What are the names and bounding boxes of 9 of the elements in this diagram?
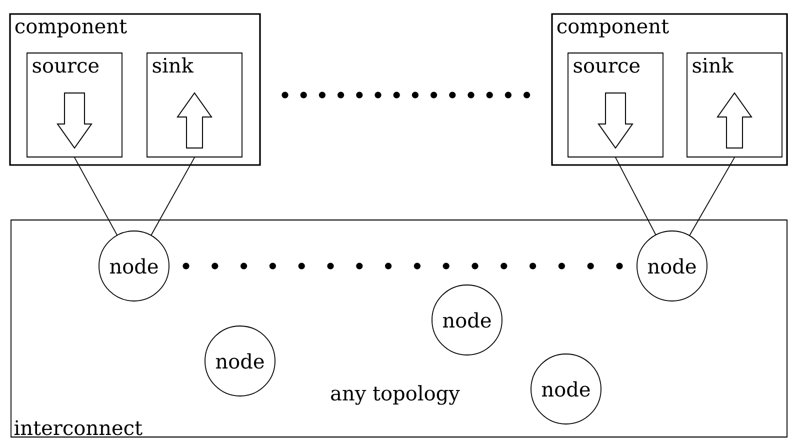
source-box: source xyxy=(26,52,122,158)
source-box: source xyxy=(568,52,664,158)
connector-line xyxy=(150,157,195,236)
topology-label: any topology xyxy=(331,385,460,405)
connector-line xyxy=(74,157,118,236)
sink-box: sink xyxy=(146,52,242,158)
connector-line xyxy=(689,157,735,236)
sink-box: sink xyxy=(686,52,782,158)
connector-line xyxy=(615,157,656,235)
